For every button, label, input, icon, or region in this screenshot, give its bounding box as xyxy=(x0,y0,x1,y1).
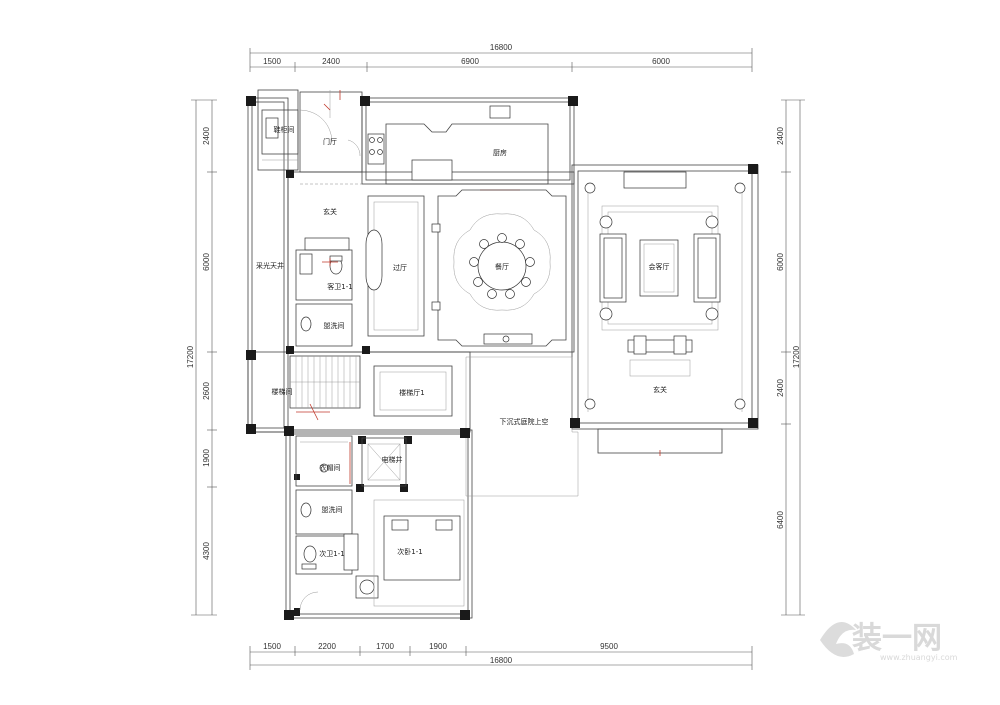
watermark-logo-icon xyxy=(820,622,856,657)
label-sunken-garden: 下沉式庭院上空 xyxy=(500,417,549,426)
label-corridor: 过厅 xyxy=(393,263,407,272)
label-foyer-east: 玄关 xyxy=(653,385,667,394)
foyer-corridor xyxy=(300,183,425,337)
dimension-right: 2400 6000 2400 6400 17200 xyxy=(776,99,805,616)
dim-bottom-seg-4: 1900 xyxy=(429,642,447,651)
label-guest-bath: 客卫1-1 xyxy=(327,282,352,291)
label-second-bath: 次卫1-1 xyxy=(319,549,344,558)
kitchen-layout xyxy=(367,105,549,191)
watermark-url: www.zhuangyi.com xyxy=(880,653,958,662)
dim-right-seg-2: 6000 xyxy=(776,253,785,271)
label-dining: 餐厅 xyxy=(495,262,509,271)
dim-top-total: 16800 xyxy=(490,43,513,52)
label-entry-hall: 门厅 xyxy=(323,137,337,146)
dim-left-seg-5: 4300 xyxy=(202,542,211,560)
label-laundry: 盥洗间 xyxy=(324,321,345,330)
label-wardrobe: 衣帽间 xyxy=(320,463,341,472)
wc-laundry xyxy=(295,249,353,347)
watermark-brand: 装一网 xyxy=(852,621,942,656)
label-foyer: 玄关 xyxy=(323,207,337,216)
dim-top-seg-1: 1500 xyxy=(263,57,281,66)
dim-left-seg-1: 2400 xyxy=(202,127,211,145)
label-skylight: 采光天井 xyxy=(256,261,284,270)
label-second-bed: 次卧1-1 xyxy=(397,547,422,556)
stairs xyxy=(289,355,453,421)
dim-top-seg-4: 6000 xyxy=(652,57,670,66)
dim-left-total: 17200 xyxy=(186,345,195,368)
dim-bottom-seg-1: 1500 xyxy=(263,642,281,651)
label-elevator: 电梯井 xyxy=(382,455,403,464)
living-room-layout xyxy=(584,171,746,456)
dim-left-seg-3: 2600 xyxy=(202,382,211,400)
dimension-left: 2400 6000 2600 1900 4300 17200 xyxy=(186,99,217,616)
dim-bottom-total: 16800 xyxy=(490,656,513,665)
dim-bottom-seg-5: 9500 xyxy=(600,642,618,651)
dim-left-seg-2: 6000 xyxy=(202,253,211,271)
label-kitchen: 厨房 xyxy=(493,148,507,157)
dimension-top: 16800 1500 2400 6900 6000 xyxy=(249,43,753,72)
dim-right-total: 17200 xyxy=(792,345,801,368)
dining-layout xyxy=(431,189,567,347)
label-storage-top: 鞋柜间 xyxy=(274,125,295,134)
dim-right-seg-3: 2400 xyxy=(776,379,785,397)
entry-area xyxy=(261,90,361,161)
label-living: 会客厅 xyxy=(649,262,670,271)
dim-right-seg-4: 6400 xyxy=(776,511,785,529)
dim-bottom-seg-2: 2200 xyxy=(318,642,336,651)
label-washroom: 盥洗间 xyxy=(322,505,343,514)
dim-right-seg-1: 2400 xyxy=(776,127,785,145)
watermark: 装一网 www.zhuangyi.com xyxy=(820,621,958,662)
label-stair-room: 楼梯间 xyxy=(272,387,293,396)
dim-top-seg-3: 6900 xyxy=(461,57,479,66)
dim-bottom-seg-3: 1700 xyxy=(376,642,394,651)
dimension-bottom: 1500 2200 1700 1900 9500 16800 xyxy=(249,642,753,670)
dim-top-seg-2: 2400 xyxy=(322,57,340,66)
room-labels: 鞋柜间 门厅 厨房 玄关 采光天井 过厅 餐厅 会客厅 客卫1-1 盥洗间 楼梯… xyxy=(256,125,670,558)
label-stair-hall: 楼梯厅1 xyxy=(399,388,424,397)
south-wing xyxy=(295,435,465,611)
dim-left-seg-4: 1900 xyxy=(202,449,211,467)
